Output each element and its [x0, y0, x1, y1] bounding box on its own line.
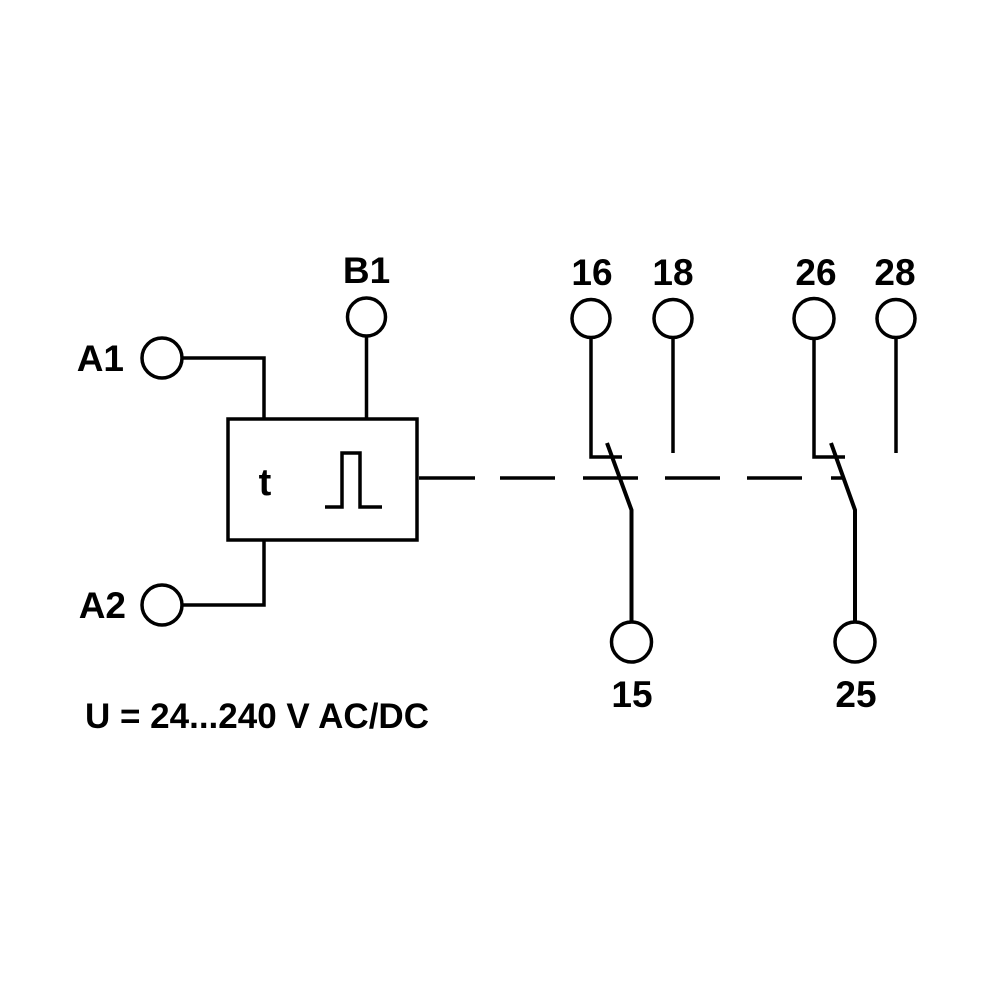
wire-a1-to-box [182, 356, 266, 419]
terminal-26-label: 26 [795, 252, 836, 293]
terminal-16-circle [570, 297, 612, 340]
terminal-16-label: 16 [571, 252, 612, 293]
terminal-a1-label: A1 [77, 338, 124, 379]
control-circuit: A1 A2 B1 t [77, 250, 419, 627]
terminal-28-circle [875, 297, 917, 340]
wire-a2-to-box [182, 540, 266, 607]
terminal-a2-label: A2 [79, 585, 126, 626]
terminal-b1-circle [345, 296, 388, 338]
terminal-15-circle [609, 620, 654, 664]
changeover-contact-2: 26 28 25 [792, 252, 917, 715]
terminal-15-label: 15 [611, 674, 652, 715]
terminal-b1-label: B1 [343, 250, 390, 291]
timing-function-box [226, 417, 419, 542]
terminal-25-circle [833, 620, 877, 664]
wire-terminal-16 [589, 337, 622, 459]
terminal-25-label: 25 [835, 674, 876, 715]
terminal-a2-circle [140, 583, 184, 627]
terminal-18-label: 18 [652, 252, 693, 293]
terminal-18-circle [652, 297, 694, 340]
timing-box-label: t [259, 462, 272, 504]
contact-lever-1 [605, 442, 634, 622]
supply-voltage-label: U = 24...240 V AC/DC [85, 697, 429, 736]
changeover-contact-1: 16 18 15 [570, 252, 694, 715]
terminal-a1-circle [140, 336, 184, 380]
pulse-icon [325, 451, 382, 509]
contact-lever-2 [829, 442, 857, 622]
terminal-26-circle [792, 296, 836, 341]
terminal-28-label: 28 [874, 252, 915, 293]
wire-terminal-26 [812, 337, 845, 459]
